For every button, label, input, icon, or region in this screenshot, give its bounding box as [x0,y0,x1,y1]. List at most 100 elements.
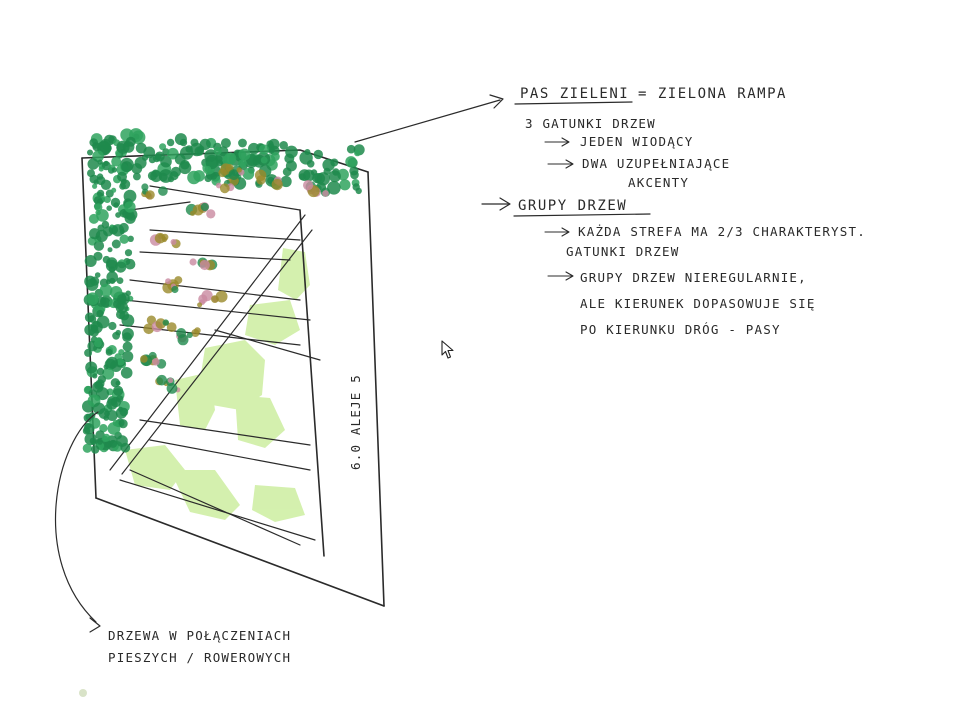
tree-blob [285,145,298,159]
tree-blob [119,234,129,244]
tree-blob [121,327,134,340]
tree-blob [97,439,103,445]
frame-bottom-edge [95,497,385,607]
tree-blob [339,179,351,191]
tree-blob [355,187,362,195]
tree-blob [117,303,125,311]
tree-blob [104,410,110,417]
tree-blob [98,166,104,172]
arrow-jeden [544,137,570,147]
tree-blob [111,156,122,167]
tree-blob [199,259,210,271]
tree-blob [104,134,115,146]
tree-blob [117,294,127,304]
tree-blob [322,190,329,197]
tree-blob [298,173,306,181]
block-frame [81,149,385,607]
tree-blob [100,297,111,308]
tree-blob [162,319,169,326]
tree-blob [166,138,175,147]
tree-blob [174,153,186,165]
tree-blob [119,407,129,417]
tree-blob [303,180,314,191]
tree-blob [116,277,124,284]
tree-blob [145,190,155,200]
tree-blob [97,189,105,197]
tree-blob [147,171,158,181]
tree-blob [115,261,127,273]
tree-blob [148,156,156,164]
tree-blob [96,315,110,329]
tree-blob [303,169,315,182]
tree-blob [121,161,133,173]
note-gatunki: 3 GATUNKI DRZEW [525,116,656,131]
diagonal-path-a [109,214,306,471]
tree-blob [158,169,173,183]
path-line [149,185,301,211]
arrow-grupy-nieregularnie [547,271,574,281]
path-line [129,469,301,546]
tree-blob [106,205,112,211]
tree-blob [94,381,103,390]
tree-blob [190,210,196,216]
diagonal-path-b [121,229,313,475]
tree-blob [185,145,193,153]
tree-blob [89,174,99,184]
arrow-kazda [544,227,570,237]
patch-8 [252,485,305,522]
tree-blob [248,142,260,155]
tree-blob [314,173,326,184]
tree-blob [199,138,211,150]
tree-blob [95,209,101,216]
tree-blob [88,213,99,224]
note-grupy-nieregularnie: GRUPY DRZEW NIEREGULARNIE, [580,270,807,285]
tree-blob [133,172,141,181]
tree-blob [92,373,98,379]
tree-blob [228,169,240,181]
tree-blob [122,141,135,153]
tree-blob [85,361,98,374]
tree-blob [87,158,99,170]
tree-blob [111,167,118,173]
tree-blob [102,433,111,442]
tree-blob [122,350,134,363]
tree-blob [158,186,168,196]
tree-blob [125,290,131,297]
note-kierunek: ALE KIERUNEK DOPASOWUJE SIĘ [580,296,816,311]
tree-blob [186,332,193,339]
tree-blob [152,358,160,366]
tree-blob [90,276,100,286]
patch-2 [245,300,300,345]
tree-blob [94,203,103,212]
path-line [124,299,311,321]
tree-blob [224,152,237,165]
tree-blob [345,156,357,168]
tree-blob [124,258,136,270]
tree-blob [271,152,280,162]
tree-blob [113,202,119,208]
tree-blob [111,224,125,237]
tree-blob [113,385,124,396]
tree-blob [176,328,187,338]
tree-blob [117,171,127,182]
tree-blob [346,144,356,154]
tree-blob [280,175,292,188]
note-dwa-uzupelniajace: DWA UZUPEŁNIAJĄCE [582,156,730,171]
tree-blob [154,232,166,244]
tree-blob [99,424,108,433]
diagonal-path-c [214,329,321,361]
tree-blob [216,159,224,167]
path-line [129,279,301,301]
tree-blob [89,437,97,445]
mouse-pointer-icon [441,340,455,360]
tree-blob [120,367,133,379]
tree-blob [198,294,208,304]
tree-blob [313,149,323,160]
tree-blob [96,309,104,318]
note-drzewa-polaczeniach: DRZEWA W POŁĄCZENIACH [108,628,291,643]
tree-blob [236,167,242,173]
tree-blob [83,413,93,423]
tree-blob [97,375,106,384]
underline-pas [514,101,633,105]
